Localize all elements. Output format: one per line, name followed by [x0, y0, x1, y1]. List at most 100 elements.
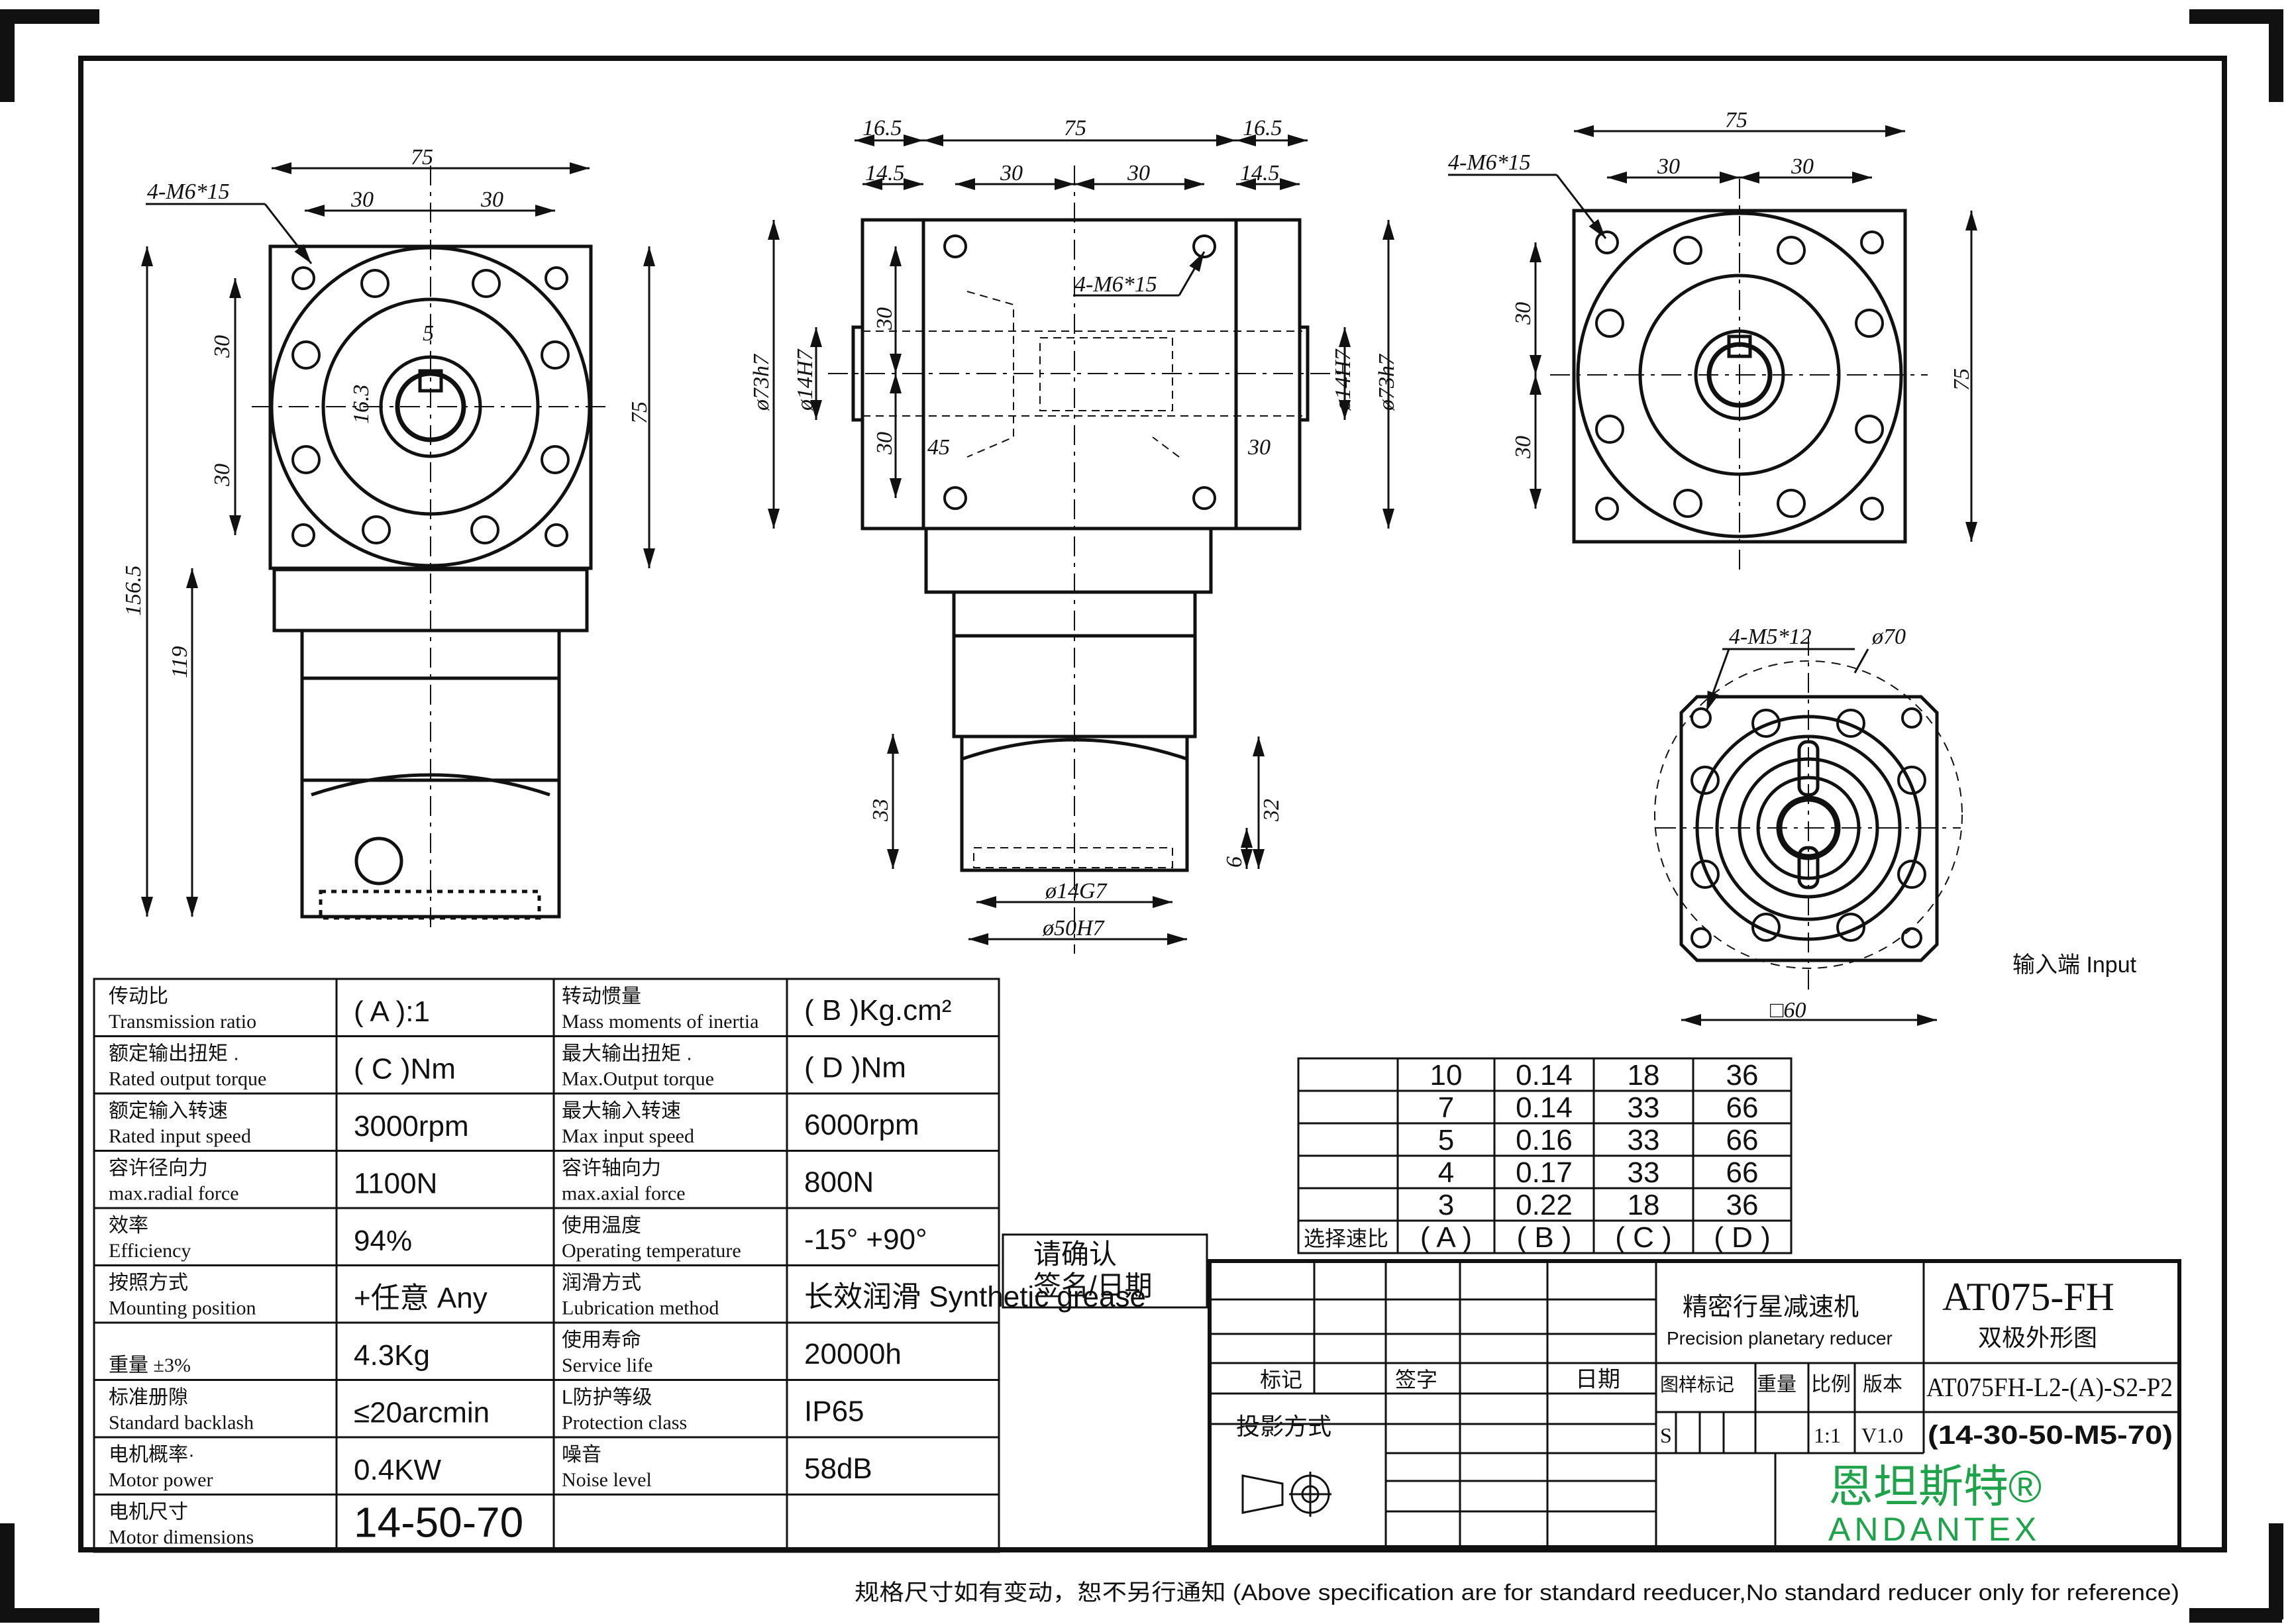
spec-label-cn: 容许轴向力 [562, 1158, 661, 1180]
ratio-cell: 18 [1628, 1189, 1660, 1221]
side-view [828, 166, 1345, 954]
spec-label-en: Rated input speed [109, 1125, 251, 1147]
spec-label-en: Standard backlash [109, 1412, 254, 1434]
dim-side-dia14r: ø14H7 [1331, 348, 1355, 411]
tb-h-weight: 重量 [1757, 1374, 1796, 1396]
spec-value: 14-50-70 [354, 1499, 523, 1547]
spec-label-en: Rated output torque [109, 1068, 266, 1090]
tb-h-drawing: 图样标记 [1660, 1374, 1734, 1395]
ratio-cell: 36 [1726, 1189, 1759, 1221]
spec-value: 4.3Kg [354, 1339, 430, 1372]
spec-label-en: Transmission ratio [109, 1011, 256, 1033]
spec-label-en: 重量 ±3% [109, 1354, 191, 1376]
corner-marks [0, 9, 2283, 1623]
ratio-cell: 33 [1628, 1124, 1660, 1156]
spec-label-cn: 标准册隙 [109, 1387, 188, 1409]
sheet-border [78, 56, 2227, 1552]
dim-front-width: 75 [411, 145, 433, 170]
dim-rear-w: 75 [1725, 108, 1747, 132]
ratio-cell: 33 [1628, 1156, 1660, 1189]
dim-side-dia50: ø50H7 [1042, 916, 1106, 940]
spec-label-en: max.radial force [109, 1183, 239, 1205]
tb-product-en: Precision planetary reducer [1667, 1328, 1893, 1348]
dim-front-shaft: 16.3 [349, 385, 374, 425]
dim-front-key: 5 [423, 321, 434, 346]
ratio-cell: 66 [1726, 1124, 1759, 1156]
spec-label-cn: 传动比 [109, 986, 168, 1007]
tb-version: V1.0 [1861, 1423, 1903, 1447]
input-view-dimensions [1681, 648, 1937, 1026]
side-view-dim-labels: 16.5 75 16.5 14.5 30 30 14.5 4-M6*15 ø73… [749, 116, 1399, 940]
rear-view-dim-labels: 75 30 30 4-M6*15 30 30 75 [1448, 108, 1974, 459]
spec-value: ( A ):1 [354, 995, 430, 1028]
input-label: 输入端 Input [2012, 952, 2137, 978]
spec-label-cn: L防护等级 [562, 1387, 652, 1409]
dim-input-holes: 4-M5*12 [1729, 625, 1812, 649]
dim-side-dia73r: ø73h7 [1375, 353, 1399, 411]
spec-label-cn: 噪音 [562, 1444, 601, 1466]
spec-value: IP65 [804, 1396, 864, 1428]
spec-label-en: Efficiency [109, 1240, 191, 1262]
side-view-dimensions [768, 134, 1394, 945]
tb-part-no: AT075FH-L2-(A)-S2-P2 [1926, 1372, 2173, 1402]
dim-side-l2: 14.5 [865, 161, 905, 185]
spec-value: 94% [354, 1225, 412, 1257]
dim-side-w: 75 [1064, 116, 1086, 140]
input-view [1654, 636, 1963, 993]
spec-value: 800N [804, 1166, 874, 1199]
spec-label-en: Max input speed [562, 1125, 694, 1147]
spec-label-cn: 效率 [109, 1215, 148, 1237]
ratio-cell: 10 [1430, 1059, 1463, 1091]
tb-brand-cn: 恩坦斯特® [1828, 1462, 2042, 1512]
tb-projection: 投影方式 [1236, 1413, 1331, 1440]
ratio-cell: 5 [1438, 1124, 1454, 1156]
spec-label-cn: 电机尺寸 [109, 1501, 188, 1523]
spec-label-cn: 额定输出扭矩 . [109, 1043, 239, 1065]
dim-side-r1: 16.5 [1243, 116, 1282, 140]
ratio-header: ( B ) [1516, 1221, 1571, 1254]
dim-rear-v30a: 30 [1511, 302, 1535, 325]
dim-front-v-bot: 30 [210, 464, 234, 487]
dim-front-v-top: 30 [210, 335, 234, 358]
tb-mark-s: S [1660, 1423, 1672, 1447]
ratio-header: ( C ) [1615, 1221, 1672, 1254]
ratio-cell: 0.17 [1516, 1156, 1573, 1189]
spec-value: ( B )Kg.cm² [804, 994, 951, 1027]
tb-motor-code: (14-30-50-M5-70) [1928, 1421, 2173, 1450]
spec-value: +任意 Any [354, 1282, 488, 1315]
spec-label-en: Protection class [562, 1412, 687, 1434]
dim-side-h32: 32 [1259, 799, 1284, 822]
dim-front-half-right: 30 [480, 187, 503, 212]
dim-side-dia73l: ø73h7 [749, 353, 774, 411]
front-view [252, 166, 609, 927]
tb-h-scale: 比例 [1811, 1374, 1851, 1396]
dim-side-h30b: 30 [1127, 161, 1150, 185]
dim-front-half-left: 30 [350, 187, 374, 212]
spec-label-en: Lubrication method [562, 1297, 719, 1319]
dim-side-d45: 45 [927, 435, 950, 460]
dim-front-total: 156.5 [121, 566, 146, 617]
dim-side-holes: 4-M6*15 [1074, 272, 1157, 297]
ratio-cell: 66 [1726, 1156, 1759, 1189]
ratio-header: ( A ) [1420, 1221, 1472, 1254]
spec-label-en: Mounting position [109, 1297, 256, 1319]
rear-view [1550, 179, 1928, 570]
spec-label-cn: 最大输出扭矩 . [562, 1043, 692, 1065]
spec-value: ( D )Nm [804, 1052, 906, 1084]
tb-col-date: 日期 [1575, 1367, 1620, 1392]
spec-label-cn: 使用温度 [562, 1215, 641, 1237]
ratio-cell: 36 [1726, 1059, 1759, 1091]
ratio-header: ( D ) [1714, 1221, 1771, 1254]
spec-value: ≤20arcmin [354, 1397, 490, 1429]
confirm-box: 请确认 签名/日期 [1002, 1233, 1208, 1309]
spec-label-cn: 润滑方式 [562, 1272, 641, 1294]
footer-note: 规格尺寸如有变动，恕不另行通知 (Above specification are… [855, 1580, 2179, 1605]
tb-brand-en: ANDANTEX [1828, 1511, 2040, 1548]
tb-col-mark: 标记 [1260, 1368, 1302, 1392]
dim-side-h30a: 30 [1000, 161, 1023, 185]
dim-rear-v30b: 30 [1511, 436, 1535, 459]
dim-side-d30: 30 [1247, 435, 1271, 460]
spec-value: 6000rpm [804, 1109, 919, 1141]
spec-value: -15° +90° [804, 1223, 927, 1256]
confirm-line1: 请确认 [1033, 1239, 1117, 1270]
